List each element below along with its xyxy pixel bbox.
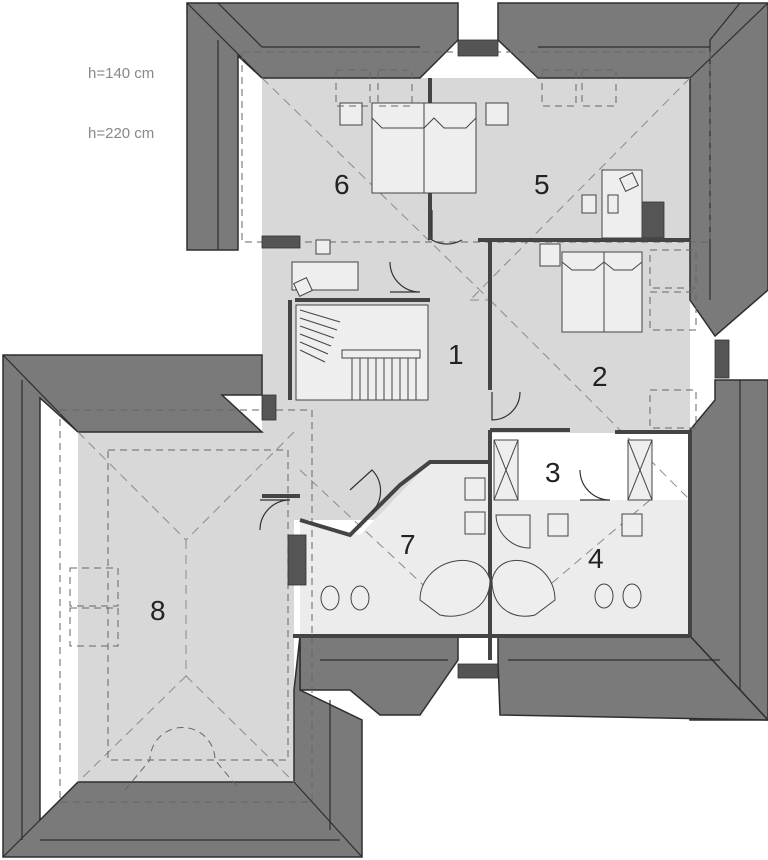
room-label-1: 1 [448, 339, 464, 370]
room-label-6: 6 [334, 169, 350, 200]
bed-room-2 [539, 243, 643, 333]
doors [259, 210, 611, 531]
nightstands-room-6 [339, 102, 509, 126]
bed-room-6 [371, 102, 477, 194]
room-label-8: 8 [150, 595, 166, 626]
stair-tread [299, 325, 335, 339]
desk-room-5 [581, 169, 643, 239]
room-label-2: 2 [592, 361, 608, 392]
roof-bottom-middle [299, 635, 768, 721]
room-label-7: 7 [400, 529, 416, 560]
desk-room-6 [291, 239, 359, 297]
bathroom-fixtures [320, 477, 643, 617]
stair-tread [299, 349, 326, 363]
stair-tread [299, 309, 341, 323]
room-label-3: 3 [545, 457, 561, 488]
stair-tread [299, 317, 338, 331]
height-note-low: h=140 cm [88, 65, 154, 82]
room-label-4: 4 [588, 543, 604, 574]
staircase [295, 304, 429, 401]
room-label-5: 5 [534, 169, 550, 200]
dormer [124, 727, 241, 791]
roof-windows [69, 69, 697, 647]
stair-tread [299, 341, 329, 355]
wardrobes [493, 439, 653, 501]
stair-tread [299, 333, 332, 347]
height-note-high: h=220 cm [88, 125, 154, 142]
